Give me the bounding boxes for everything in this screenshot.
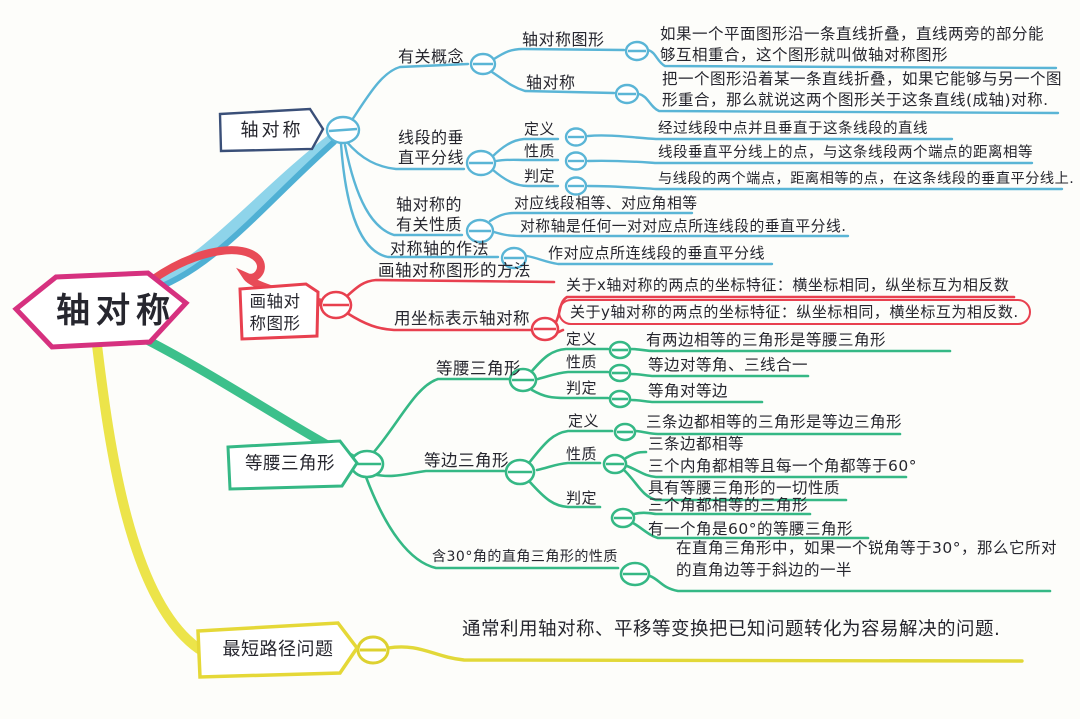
symmetry-properties-item2: 对称轴是任何一对对应点所连线段的垂直平分线. (520, 218, 847, 235)
equi-judgment-label: 判定 (566, 489, 598, 507)
axisymmetric-figure-node: 轴对称图形 (522, 30, 605, 49)
iso-property-label: 性质 (566, 353, 598, 371)
bisector-definition-desc: 经过线段中点并且垂直于这条线段的直线 (658, 121, 928, 137)
symmetry-properties-item1: 对应线段相等、对应角相等 (514, 195, 698, 212)
axis-construction-node: 对称轴的作法 (390, 239, 490, 258)
branch-shortest-path-node: 最短路径问题 (222, 639, 334, 660)
branch-axisymmetry-node: 轴对称 (240, 120, 304, 141)
iso-property-desc: 等边对等角、三线合一 (648, 356, 809, 374)
coordinates-node: 用坐标表示轴对称 (394, 309, 530, 328)
axisymmetry-box (218, 107, 325, 153)
axisymmetric-figure-desc: 如果一个平面图形沿一条直线折叠，直线两旁的部分能够互相重合，这个图形就叫做轴对称… (660, 25, 1045, 64)
equi-property-item-3: 具有等腰三角形的一切性质 (648, 479, 841, 497)
symmetry-properties-node: 轴对称的有关性质 (396, 195, 463, 234)
iso-definition-label: 定义 (566, 330, 598, 348)
junction-circles (319, 40, 651, 665)
root-node: 轴对称 (56, 291, 176, 331)
isosceles-box (226, 439, 359, 491)
iso-definition-desc: 有两边相等的三角形是等腰三角形 (646, 331, 887, 349)
equi-property-item-1: 三条边都相等 (648, 435, 745, 453)
branch-drawing-node: 画轴对称图形 (249, 292, 301, 333)
coordinates-x-axis-desc: 关于x轴对称的两点的坐标特征：横坐标相同，纵坐标互为相反数 (566, 276, 1010, 294)
iso-judgment-label: 判定 (566, 379, 598, 397)
equi-judgment-item-1: 三个角都相等的三角形 (648, 496, 809, 514)
bisector-judgment-desc: 与线段的两个端点，距离相等的点，在这条线段的垂直平分线上. (658, 171, 1075, 187)
iso-judgment-desc: 等角对等边 (648, 382, 729, 400)
equi-definition-desc: 三条边都相等的三角形是等边三角形 (646, 413, 903, 431)
branch-isosceles-node: 等腰三角形 (245, 454, 335, 474)
equi-property-item-2: 三个内角都相等且每一个角都等于60° (648, 457, 917, 475)
equi-property-label: 性质 (566, 445, 598, 463)
isosceles-branch-lines (364, 347, 1052, 593)
bisector-definition-label: 定义 (524, 120, 556, 138)
axial-symmetry-node: 轴对称 (526, 73, 576, 92)
perpendicular-bisector-node: 线段的垂直平分线 (398, 128, 465, 167)
equi-definition-label: 定义 (568, 412, 600, 430)
ribbon-strokes (92, 130, 358, 654)
drawing-box (238, 282, 320, 341)
axis-construction-desc: 作对应点所连线段的垂直平分线 (548, 244, 766, 262)
root-hexagon (12, 270, 190, 350)
drawing-method-node: 画轴对称图形的方法 (378, 261, 531, 280)
shortest-path-desc: 通常利用轴对称、平移等变换把已知问题转化为容易解决的问题. (462, 619, 1001, 640)
isosceles-triangle-node: 等腰三角形 (436, 359, 521, 378)
equilateral-triangle-node: 等边三角形 (424, 451, 509, 470)
shortest-path-box (196, 621, 360, 679)
axisymmetry-branch-lines (339, 47, 1064, 266)
bisector-property-label: 性质 (524, 142, 556, 160)
shortest-path-branch-lines (386, 645, 1024, 663)
node-boxes (12, 107, 360, 679)
concepts-node: 有关概念 (398, 47, 465, 66)
axial-symmetry-desc: 把一个图形沿着某一条直线折叠，如果它能够与另一个图形重合，那么就说这两个图形关于… (662, 70, 1063, 109)
equi-judgment-item-2: 有一个角是60°的等腰三角形 (648, 520, 853, 538)
bisector-property-desc: 线段垂直平分线上的点，与这条线段两个端点的距离相等 (658, 145, 1033, 161)
right-triangle-30-node: 含30°角的直角三角形的性质 (432, 549, 618, 565)
bisector-judgment-label: 判定 (524, 167, 556, 185)
right-triangle-30-desc: 在直角三角形中，如果一个锐角等于30°，那么它所对的直角边等于斜边的一半 (676, 539, 1057, 579)
coordinates-y-axis-desc: 关于y轴对称的两点的坐标特征：纵坐标相同，横坐标互为相反数. (558, 299, 1031, 326)
